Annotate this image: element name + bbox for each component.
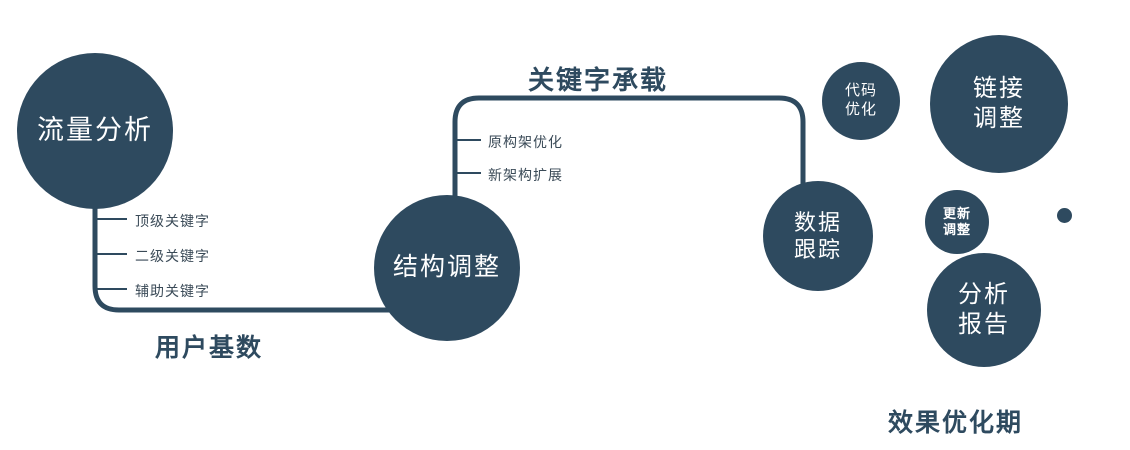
node-traffic-analysis: 流量分析: [17, 53, 173, 209]
tick-label-secondary-keywords: 二级关键字: [135, 248, 210, 264]
node-structure-adjust: 结构调整: [374, 195, 520, 341]
edge-label-user-base: 用户基数: [155, 334, 264, 362]
node-data-tracking: 数据 跟踪: [763, 181, 873, 291]
edge-label-keyword-carry: 关键字承载: [528, 65, 669, 95]
tick-label-auxiliary-keywords: 辅助关键字: [135, 283, 210, 299]
node-code-optimize-line1: 代码: [844, 82, 877, 100]
node-link-adjust-line2: 调整: [973, 105, 1025, 132]
node-update-adjust: 更新 调整: [925, 190, 989, 254]
node-structure-adjust-label: 结构调整: [392, 253, 501, 282]
small-dot: [1057, 208, 1072, 223]
node-code-optimize: 代码 优化: [822, 62, 900, 140]
node-update-adjust-line1: 更新: [942, 205, 971, 221]
node-data-tracking-line2: 跟踪: [793, 237, 842, 262]
node-data-tracking-line1: 数据: [793, 209, 842, 235]
tick-label-new-arch-expand: 新架构扩展: [488, 167, 563, 183]
node-traffic-analysis-label: 流量分析: [37, 115, 153, 146]
node-analysis-report-line2: 报告: [958, 311, 1010, 338]
stage-label-effect-period: 效果优化期: [888, 409, 1024, 437]
tick-label-top-keywords: 顶级关键字: [135, 213, 210, 229]
node-analysis-report-line1: 分析: [958, 281, 1010, 308]
node-code-optimize-line2: 优化: [844, 101, 877, 118]
node-update-adjust-line2: 调整: [942, 222, 971, 237]
tick-label-original-arch-optimize: 原构架优化: [488, 134, 563, 150]
node-link-adjust-line1: 链接: [973, 75, 1025, 102]
node-analysis-report: 分析 报告: [927, 253, 1041, 367]
node-link-adjust: 链接 调整: [930, 35, 1068, 173]
